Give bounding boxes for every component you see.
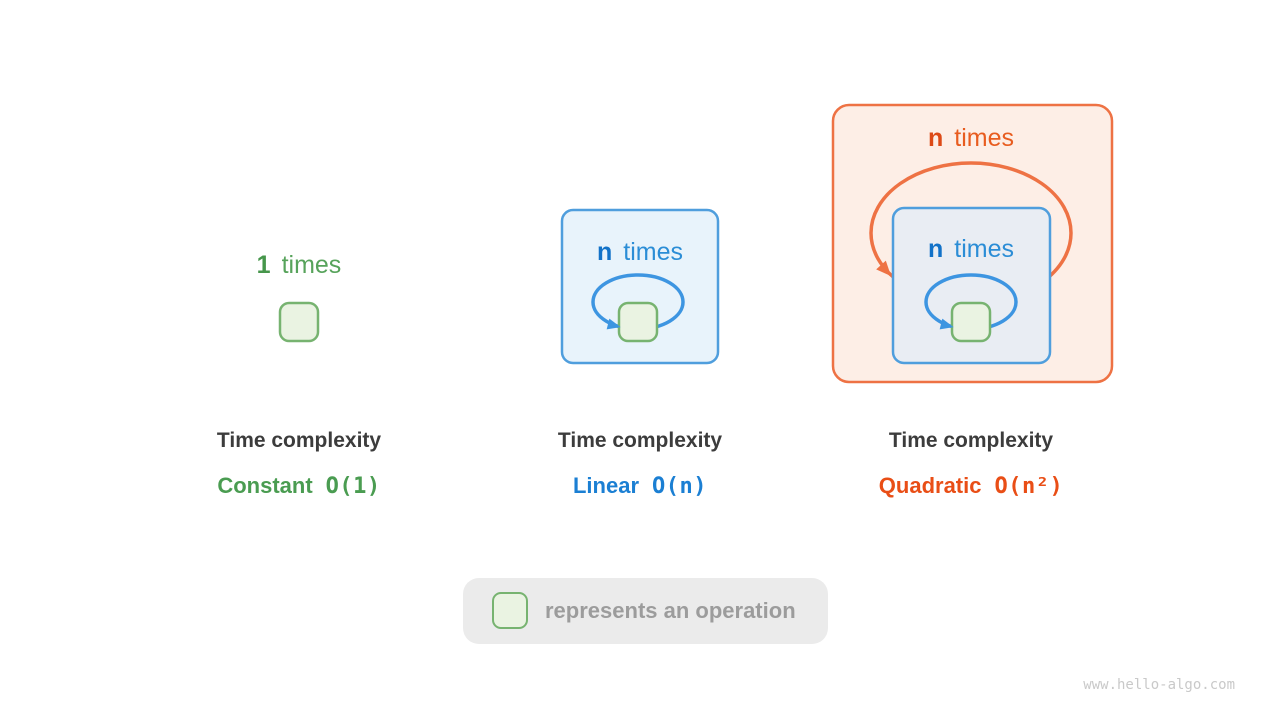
loop-word: times — [623, 238, 683, 266]
operation-box-linear — [617, 301, 659, 343]
operation-box-quadratic — [950, 301, 992, 343]
loop-count: 1 — [256, 251, 271, 279]
column-title-constant: Time complexity — [216, 429, 382, 452]
loop-count-label-quadratic-outer: n times — [821, 123, 1121, 153]
legend-label: represents an operation — [545, 598, 796, 623]
complexity-notation: O(1) — [325, 474, 381, 499]
watermark-url: www.hello-algo.com — [1083, 677, 1235, 693]
loop-word: times — [954, 124, 1014, 152]
column-title-quadratic: Time complexity — [888, 429, 1054, 452]
complexity-name: Linear — [572, 473, 640, 498]
complexity-notation: O(n) — [652, 474, 707, 499]
complexity-notation: O(n²) — [994, 474, 1064, 499]
column-title-linear: Time complexity — [557, 429, 723, 452]
quadratic-inner-loop-box — [891, 206, 1052, 365]
linear-loop-box — [560, 208, 720, 365]
complexity-label-linear: Linear O(n) — [480, 473, 800, 499]
complexity-label-constant: Constant O(1) — [139, 473, 459, 499]
complexity-label-quadratic: Quadratic O(n²) — [811, 473, 1131, 499]
legend: represents an operation — [463, 578, 828, 644]
loop-count-label-quadratic-inner: n times — [821, 234, 1121, 264]
loop-count: n — [927, 124, 944, 152]
loop-count-label-constant: 1 times — [149, 250, 449, 280]
loop-count: n — [596, 238, 613, 266]
loop-count-label-linear: n times — [490, 237, 790, 267]
legend-operation-box-icon — [492, 592, 528, 629]
loop-word: times — [954, 235, 1014, 263]
loop-word: times — [281, 251, 342, 279]
complexity-name: Constant — [217, 473, 313, 498]
orange-arrowhead-icon — [876, 260, 892, 277]
blue-arrowhead-quadratic-icon — [939, 318, 954, 330]
complexity-name: Quadratic — [878, 473, 982, 498]
operation-box-constant — [278, 301, 320, 343]
blue-arrowhead-linear-icon — [606, 318, 621, 330]
loop-count: n — [927, 235, 944, 263]
